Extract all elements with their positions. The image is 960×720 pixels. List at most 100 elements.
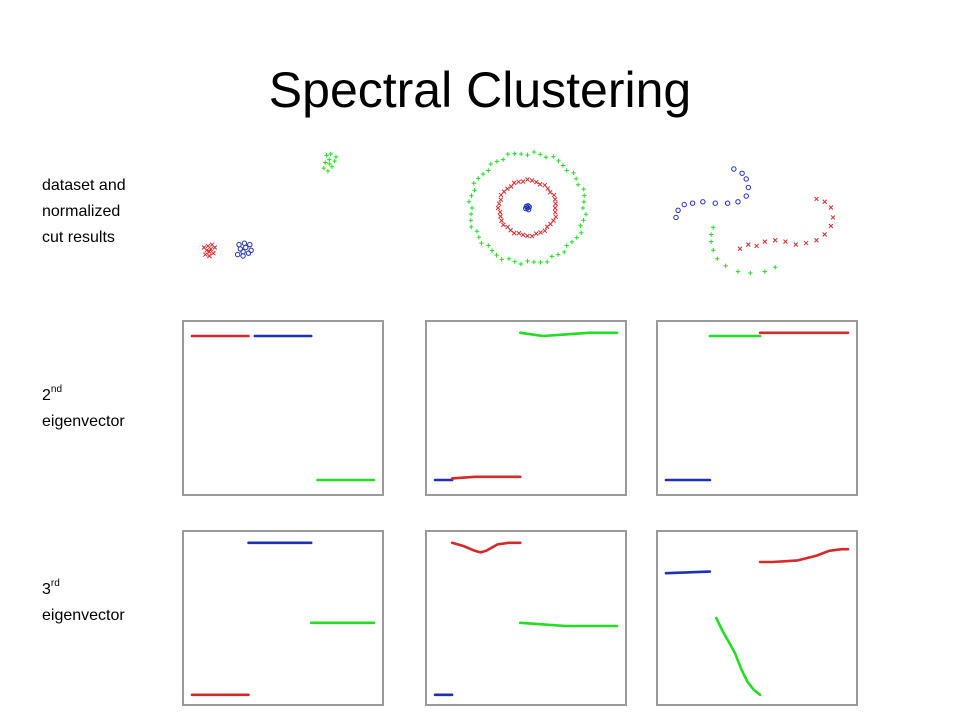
ordinal-suffix: rd xyxy=(50,578,60,589)
green-plus-marker xyxy=(583,212,589,217)
blue-circle-marker xyxy=(681,201,687,208)
green-plus-marker xyxy=(488,161,493,167)
green-plus-marker xyxy=(531,149,537,155)
red-cross-marker xyxy=(828,205,834,210)
blue-circle-marker xyxy=(743,193,749,199)
red-cross-marker xyxy=(537,182,543,187)
dataset-blobs-plot xyxy=(201,151,339,259)
red-cross-marker xyxy=(793,242,799,247)
red-cross-marker xyxy=(552,205,558,211)
green-plus-marker xyxy=(472,188,477,193)
green-plus-marker xyxy=(715,256,720,261)
red-cross-marker xyxy=(814,196,819,202)
red-cross-marker xyxy=(551,218,556,223)
row-label-second-word: eigenvector xyxy=(42,413,125,430)
green-plus-marker xyxy=(564,168,569,173)
eig3-curves-panel xyxy=(656,530,858,706)
green-series-line xyxy=(714,616,762,697)
green-plus-marker xyxy=(578,230,584,235)
red-series-line xyxy=(450,475,522,480)
red-cross-marker xyxy=(511,230,517,236)
green-plus-marker xyxy=(710,225,716,230)
green-plus-marker xyxy=(581,218,586,223)
red-cross-marker xyxy=(498,192,504,198)
green-plus-marker xyxy=(574,235,579,240)
blue-circle-marker xyxy=(245,250,252,256)
blue-circle-marker xyxy=(675,207,681,214)
green-plus-marker xyxy=(582,193,587,198)
blue-circle-marker xyxy=(735,199,741,205)
red-cross-marker xyxy=(551,192,557,198)
red-cross-marker xyxy=(783,239,788,245)
blue-circle-marker xyxy=(243,244,249,251)
green-plus-marker xyxy=(512,259,517,264)
row-label-dataset-line3: cut results xyxy=(42,229,115,246)
green-plus-marker xyxy=(748,270,753,276)
green-plus-marker xyxy=(735,269,741,274)
green-plus-marker xyxy=(772,265,778,270)
blue-circle-marker xyxy=(525,203,531,209)
green-plus-marker xyxy=(480,171,486,177)
green-plus-marker xyxy=(489,248,495,253)
green-plus-marker xyxy=(466,199,472,204)
slide-title: Spectral Clustering xyxy=(268,62,692,118)
blue-circle-marker xyxy=(240,249,246,255)
blue-series-line xyxy=(664,570,712,575)
green-plus-marker xyxy=(476,235,482,240)
green-plus-marker xyxy=(469,224,474,230)
red-cross-marker xyxy=(520,232,526,238)
eig2-curves-plot xyxy=(664,331,850,482)
green-plus-marker xyxy=(562,249,567,255)
red-cross-marker xyxy=(828,223,834,229)
red-cross-marker xyxy=(497,209,503,215)
red-cross-marker xyxy=(501,222,506,228)
red-cross-marker xyxy=(552,209,558,215)
green-plus-marker xyxy=(544,259,550,265)
green-plus-marker xyxy=(327,157,332,162)
red-cross-marker xyxy=(745,242,751,247)
green-plus-marker xyxy=(531,259,537,265)
row-label-third-ordinal: 3rd xyxy=(42,577,125,603)
red-cross-marker xyxy=(552,197,558,202)
green-plus-marker xyxy=(538,260,543,265)
eig3-rings-panel xyxy=(425,530,627,706)
ordinal-number: 3 xyxy=(42,581,51,598)
red-cross-marker xyxy=(803,240,809,246)
green-series-line xyxy=(519,621,619,628)
red-cross-marker xyxy=(772,237,778,243)
green-plus-marker xyxy=(543,155,549,160)
green-plus-marker xyxy=(710,248,716,253)
green-plus-marker xyxy=(500,157,506,162)
red-cross-marker xyxy=(830,215,836,220)
dataset-curves-plot xyxy=(673,166,836,276)
green-plus-marker xyxy=(494,159,500,164)
red-cross-marker xyxy=(553,201,558,207)
eig2-rings-plot xyxy=(433,331,619,482)
blue-circle-marker xyxy=(241,240,248,246)
green-plus-marker xyxy=(469,205,475,211)
blue-circle-marker xyxy=(673,214,679,221)
red-cross-marker xyxy=(207,253,212,259)
blue-circle-marker xyxy=(236,241,242,248)
green-plus-marker xyxy=(575,182,581,187)
red-cross-marker xyxy=(511,180,517,186)
green-plus-marker xyxy=(486,243,491,248)
red-series-line xyxy=(450,541,522,554)
blue-circle-marker xyxy=(731,166,737,172)
green-plus-marker xyxy=(708,239,714,244)
red-cross-marker xyxy=(498,197,504,203)
red-cross-marker xyxy=(496,201,502,207)
red-cross-marker xyxy=(201,245,207,250)
green-plus-marker xyxy=(555,252,561,257)
eig2-blobs-plot xyxy=(190,334,376,482)
red-cross-marker xyxy=(516,230,522,236)
green-plus-marker xyxy=(468,211,474,217)
green-plus-marker xyxy=(573,176,579,181)
green-plus-marker xyxy=(518,151,524,157)
green-plus-marker xyxy=(486,168,491,173)
red-cross-marker xyxy=(553,214,559,220)
row-label-third-eigenvector: 3rd eigenvector xyxy=(42,577,125,629)
green-plus-marker xyxy=(708,232,714,237)
eig3-blobs-panel xyxy=(182,530,384,706)
green-plus-marker xyxy=(323,160,328,165)
